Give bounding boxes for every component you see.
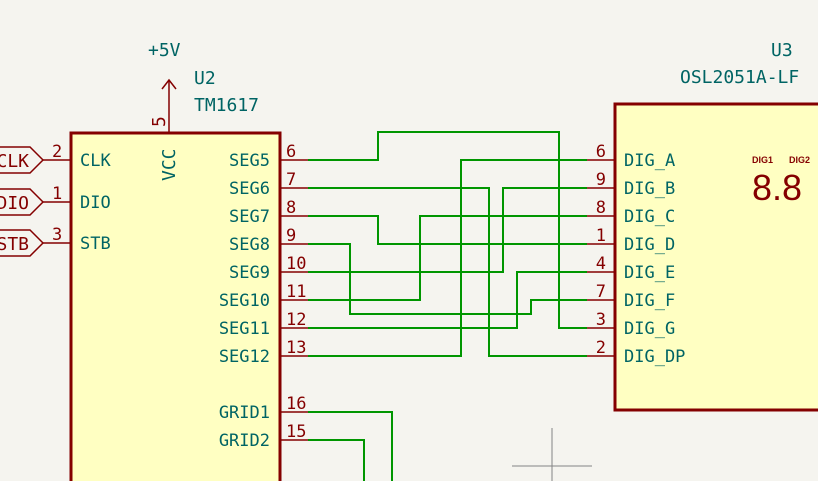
u3-body[interactable] <box>613 102 818 412</box>
u3-ref: U3 <box>771 40 793 61</box>
u2-pin-seg9-number: 10 <box>286 254 306 274</box>
u2-pin-seg7-name: SEG7 <box>229 207 270 227</box>
u2-pin-seg9-name: SEG9 <box>229 263 270 283</box>
u2-ref: U2 <box>194 68 216 89</box>
u2-pin-seg5-number: 6 <box>286 142 296 162</box>
vcc-pin-number: 5 <box>149 116 170 127</box>
global-label-clk[interactable] <box>0 146 45 174</box>
crosshair-cursor-icon <box>512 428 592 481</box>
u3-pin-dig-dp-name: DIG_DP <box>624 347 685 367</box>
u2-pin-seg12-number: 13 <box>286 338 306 358</box>
wire-seg11[interactable] <box>308 271 587 329</box>
u2-pin-grid2-name: GRID2 <box>219 431 270 451</box>
u3-pin-dig-b-name: DIG_B <box>624 179 675 199</box>
u3-pin-dig-e-name: DIG_E <box>624 263 675 283</box>
global-label-dio[interactable] <box>0 188 45 216</box>
u2-pin-seg10-number: 11 <box>286 282 306 302</box>
u2-pin-seg11-number: 12 <box>286 310 306 330</box>
u2-pin-seg12-name: SEG12 <box>219 347 270 367</box>
u3-pin-dig-b-number: 9 <box>596 170 606 190</box>
u2-pin-seg6-name: SEG6 <box>229 179 270 199</box>
u3-pin-dig-g-number: 3 <box>596 310 606 330</box>
global-label-stb[interactable] <box>0 229 45 257</box>
u2-pin-seg11-name: SEG11 <box>219 319 270 339</box>
u2-value: TM1617 <box>194 95 259 116</box>
u2-pin-dio-number: 1 <box>52 184 62 204</box>
u3-pin-dig-e-number: 4 <box>596 254 606 274</box>
display-dig1-label: DIG1 <box>752 155 773 165</box>
display-dig2-label: DIG2 <box>789 155 810 165</box>
u3-pin-dig-c-name: DIG_C <box>624 207 675 227</box>
u2-pin-stb-name: STB <box>80 234 111 254</box>
wire-seg9[interactable] <box>308 187 587 273</box>
wire-grid1[interactable] <box>308 411 393 481</box>
global-label-clk-text: CLK <box>0 151 29 172</box>
power-label: +5V <box>148 40 181 61</box>
u2-pin-dio-name: DIO <box>80 193 111 213</box>
u3-pin-dig-a-name: DIG_A <box>624 151 675 171</box>
u3-pin-dig-d-name: DIG_D <box>624 235 675 255</box>
u2-pin-grid1-number: 16 <box>286 394 306 414</box>
u3-value: OSL2051A-LF <box>680 67 799 88</box>
u3-pin-dig-f-number: 7 <box>596 282 606 302</box>
vcc-pin-name: VCC <box>159 148 180 181</box>
wire-grid2[interactable] <box>308 439 365 481</box>
global-label-dio-text: DIO <box>0 193 29 214</box>
power-symbol-5v[interactable] <box>161 78 177 133</box>
u3-pin-dig-a-number: 6 <box>596 142 606 162</box>
u2-pin-seg10-name: SEG10 <box>219 291 270 311</box>
wire-seg5[interactable] <box>308 131 587 329</box>
u2-pin-seg7-number: 8 <box>286 198 296 218</box>
u2-pin-seg6-number: 7 <box>286 170 296 190</box>
u3-pin-dig-g-name: DIG_G <box>624 319 675 339</box>
display-digits: 8.8 <box>752 167 802 208</box>
u2-pin-seg8-number: 9 <box>286 226 296 246</box>
u2-pin-seg8-name: SEG8 <box>229 235 270 255</box>
u3-pin-dig-c-number: 8 <box>596 198 606 218</box>
wire-seg7[interactable] <box>308 215 587 245</box>
u2-pin-clk-number: 2 <box>52 142 62 162</box>
wire-seg8[interactable] <box>308 243 587 315</box>
u2-pin-clk-name: CLK <box>80 151 111 171</box>
u3-pin-dig-f-name: DIG_F <box>624 291 675 311</box>
u2-pin-grid2-number: 15 <box>286 422 306 442</box>
u2-body[interactable] <box>69 131 282 481</box>
global-label-stb-text: STB <box>0 234 29 255</box>
u3-pin-dig-dp-number: 2 <box>596 338 606 358</box>
wire-seg10[interactable] <box>308 215 587 301</box>
u2-pin-stb-number: 3 <box>52 225 62 245</box>
u2-pin-seg5-name: SEG5 <box>229 151 270 171</box>
u3-pin-dig-d-number: 1 <box>596 226 606 246</box>
u2-pin-grid1-name: GRID1 <box>219 403 270 423</box>
wire-seg12[interactable] <box>308 159 587 357</box>
